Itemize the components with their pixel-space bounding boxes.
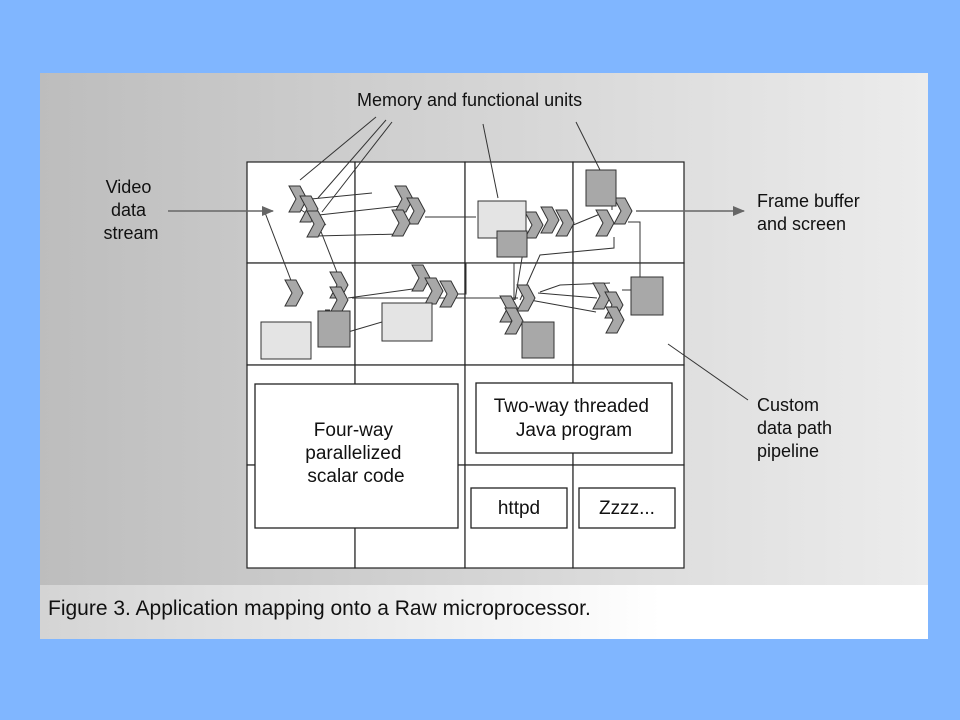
memory-blocks [260,169,664,360]
memory-block [585,169,617,207]
memory-block [630,276,664,316]
functional-units [284,185,633,335]
zzzz-label: Zzzz... [599,498,655,519]
memory-block [260,321,312,360]
httpd-label: httpd [498,498,540,519]
functional-unit [411,264,431,292]
custom-pipeline-label: Custom data path pipeline [757,395,837,461]
zzzz-box [578,487,676,529]
functional-unit [424,277,444,305]
two-way-label: Two-way threaded Java program [494,396,655,441]
four-way-label: Four-way parallelized scalar code [305,420,406,487]
functional-unit [592,282,612,310]
functional-unit [516,284,536,312]
functional-unit [524,211,544,239]
functional-unit [284,279,304,307]
video-stream-label: Video data stream [103,177,158,243]
callout-lines [299,116,749,401]
functional-unit [595,209,615,237]
memory-block [381,302,433,342]
functional-unit [306,210,326,238]
two-way-box [475,382,673,454]
figure-caption: Figure 3. Application mapping onto a Raw… [48,597,591,620]
four-way-box [254,383,459,529]
functional-unit [391,209,411,237]
functional-unit [439,280,459,308]
caption-bar [40,585,928,639]
functional-unit [288,185,308,213]
functional-unit [555,209,575,237]
frame-buffer-label: Frame buffer and screen [757,191,865,234]
httpd-box [470,487,568,529]
functional-unit [504,307,524,335]
functional-unit [394,185,414,213]
memory-block [496,230,528,258]
memory-block [521,321,555,359]
functional-unit [540,206,560,234]
memory-units-label: Memory and functional units [357,90,582,110]
tile [572,262,685,366]
tile [354,161,466,264]
memory-block [317,310,351,348]
functional-unit [605,306,625,334]
functional-unit [613,197,633,225]
functional-unit [406,197,426,225]
